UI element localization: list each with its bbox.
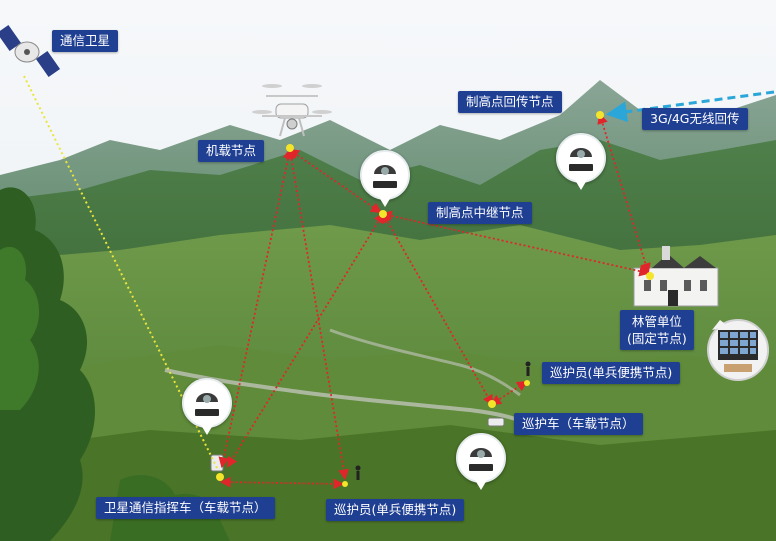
drone-icon <box>252 84 332 137</box>
node-dots <box>216 111 654 487</box>
forestry-unit-label: 林管单位 (固定节点) <box>620 310 694 350</box>
ranger-bottom-label: 巡护员(单兵便携节点) <box>326 499 465 521</box>
wireless-backhaul-link <box>605 90 775 123</box>
satellite-icon <box>0 24 61 78</box>
forestry-unit-name: 林管单位 <box>631 314 682 329</box>
ranger-right-label: 巡护员(单兵便携节点) <box>542 362 681 384</box>
ranger-figure-right <box>525 361 531 376</box>
forestry-unit-type: (固定节点) <box>627 331 687 346</box>
satellite-label: 通信卫星 <box>52 30 119 52</box>
dome-camera-icon <box>556 133 606 190</box>
patrol-car-label: 巡护车（车载节点） <box>514 413 643 435</box>
patrol-car-icon <box>487 417 505 427</box>
dome-camera-icon <box>456 433 506 490</box>
mesh-links <box>218 112 651 490</box>
monitor-wall-icon <box>707 319 769 381</box>
dome-camera-icon <box>360 150 410 207</box>
command-vehicle-label: 卫星通信指挥车（车载节点） <box>96 497 275 519</box>
highpoint-relay-label: 制高点中继节点 <box>428 202 532 224</box>
wireless-backhaul-label: 3G/4G无线回传 <box>642 108 748 130</box>
dome-camera-icon <box>182 378 232 435</box>
drone-node-label: 机载节点 <box>198 140 265 162</box>
highpoint-backhaul-label: 制高点回传节点 <box>458 91 562 113</box>
